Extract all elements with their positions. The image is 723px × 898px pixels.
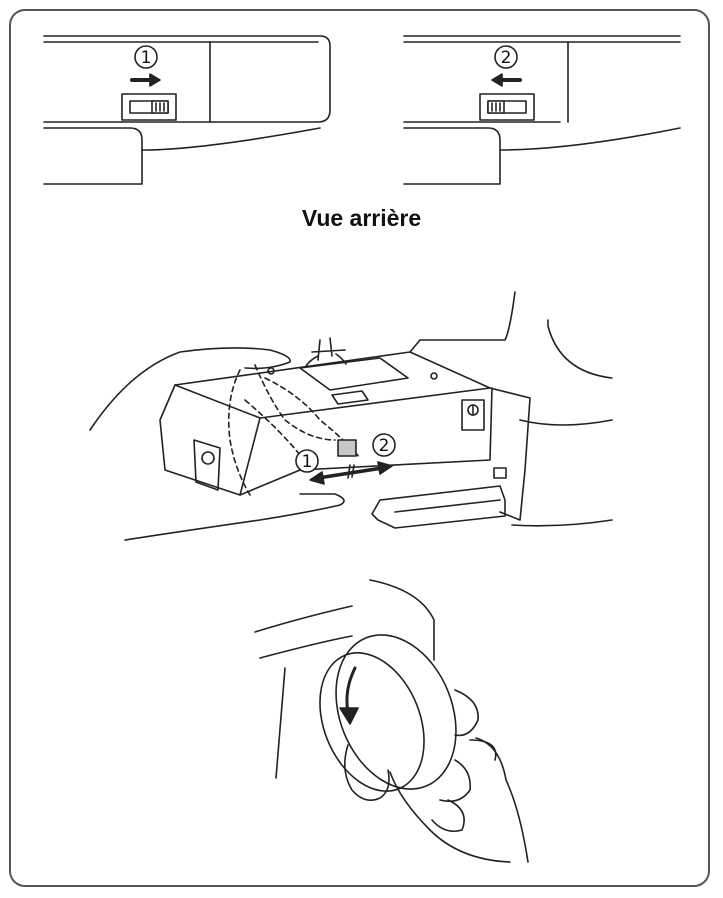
machine-edge-line-1 — [254, 605, 353, 633]
machine-edge-line-2 — [259, 635, 353, 659]
arm-side-cap — [489, 387, 531, 521]
extension-table-edge — [371, 485, 506, 529]
top-right-panel: 2 — [403, 35, 681, 185]
arrowhead-left-icon — [309, 471, 325, 485]
needle-position-label — [461, 399, 485, 431]
arrowhead-right-icon — [149, 73, 161, 87]
finger-outline-3 — [454, 689, 479, 737]
machine-base-line — [519, 419, 613, 426]
small-indicator — [493, 467, 507, 479]
palm-outline — [389, 771, 511, 863]
hand-thumb-outline — [124, 493, 345, 541]
handwheel-face — [335, 634, 457, 790]
arrowhead-right-icon — [377, 461, 393, 475]
arm-curve — [141, 127, 321, 151]
step-marker-2-circle — [494, 45, 518, 69]
step-marker-1: 1 — [141, 48, 152, 68]
free-arm-illustration: 1 2 — [89, 291, 613, 541]
bobbin-cover — [331, 390, 369, 405]
handwheel-rim — [319, 652, 425, 792]
arrowhead-left-icon — [491, 73, 503, 87]
rotation-arrow-icon — [339, 707, 359, 725]
back-of-hand-outline — [475, 737, 529, 863]
machine-arm-lower-left — [43, 127, 143, 185]
step-marker-1-circle — [295, 449, 319, 473]
step-marker-2: 2 — [501, 48, 512, 68]
drop-feed-switch-underside — [337, 439, 357, 457]
handwheel-illustration — [254, 579, 529, 863]
top-left-panel: 1 — [43, 35, 331, 185]
free-arm-top — [174, 351, 491, 419]
drop-feed-switch-housing — [121, 93, 177, 121]
needle-plate — [299, 357, 409, 391]
hidden-finger-4 — [244, 399, 301, 456]
machine-base-bottom — [511, 519, 613, 527]
drop-feed-switch-housing — [479, 93, 535, 121]
machine-side-line — [275, 667, 286, 779]
finger-outline-2 — [431, 799, 465, 833]
caption-rear-view: Vue arrière — [301, 205, 422, 231]
finger-outline-1 — [439, 759, 472, 803]
hand-back-outline — [89, 347, 291, 431]
double-arrow-shaft — [316, 466, 384, 480]
machine-back-outline-left — [43, 35, 331, 123]
step-marker-2-circle — [372, 433, 396, 457]
thumb-outline — [344, 744, 390, 801]
hidden-finger-2 — [254, 364, 336, 441]
arm-front-edge — [239, 417, 261, 496]
machine-body-curve — [547, 319, 613, 379]
rotation-arrow-shaft — [345, 666, 357, 714]
step-marker-2: 2 — [379, 436, 390, 456]
machine-arm-lower-right — [403, 127, 501, 185]
illustration-frame — [9, 9, 710, 887]
machine-column-outline — [409, 291, 516, 353]
machine-top-corner — [369, 579, 435, 661]
arm-curve-right — [499, 127, 681, 151]
step-marker-1: 1 — [302, 452, 313, 472]
top-edge-lines — [403, 35, 681, 43]
step-marker-1-circle — [134, 45, 158, 69]
hidden-finger-1 — [227, 369, 251, 496]
finger-outline-4 — [469, 739, 497, 761]
presser-foot-toes — [305, 353, 347, 367]
light-window — [193, 439, 221, 491]
